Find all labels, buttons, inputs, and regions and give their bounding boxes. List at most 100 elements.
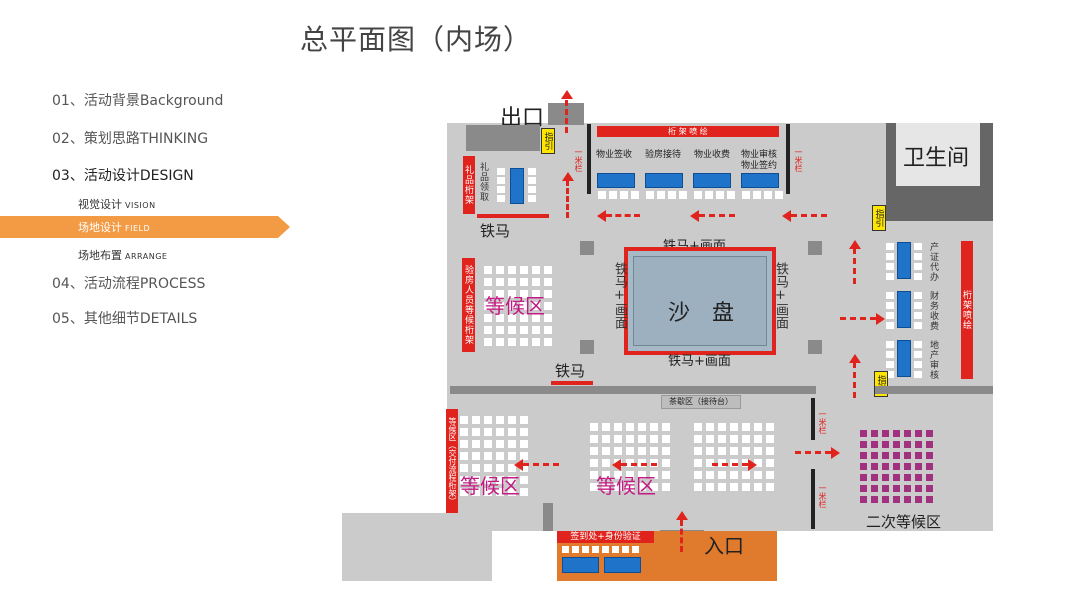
right-chairs-1b xyxy=(914,243,922,280)
right-desk-1 xyxy=(897,242,911,279)
signin-banner: 签到处+身份验证 xyxy=(557,531,654,543)
signin-text: 签到处+身份验证 xyxy=(570,532,641,542)
arrow-up-lower-right-line xyxy=(853,362,856,398)
nav-sub-arrange-cn: 场地布置 xyxy=(78,249,122,262)
arrow-right-mid-head xyxy=(876,313,885,325)
pillar-4 xyxy=(808,340,822,354)
desk-chairs-2 xyxy=(646,191,687,199)
sand-table-model xyxy=(633,256,767,346)
wall-block-top-left xyxy=(466,125,540,151)
arrow-left-2-line xyxy=(699,214,735,217)
tea-break-area: 茶歇区（接待台） xyxy=(661,395,741,409)
top-truss-text: 桁 架 喷 绘 xyxy=(668,127,708,136)
stanchion-label-bottom-1: 一米栏 xyxy=(818,410,827,434)
nav-item-background[interactable]: 01、活动背景Background xyxy=(52,93,224,109)
right-chairs-1 xyxy=(886,243,894,280)
signin-desk-2 xyxy=(604,557,641,573)
waiting-chairs-bottom-3 xyxy=(694,423,774,491)
waiting-area-label-2: 等候区 xyxy=(460,474,520,498)
arrow-left-3-head xyxy=(782,210,791,222)
nav-sub-vision-cn: 视觉设计 xyxy=(78,198,122,211)
exit-arrow-line xyxy=(565,100,568,133)
desk-chairs-4 xyxy=(742,191,783,199)
arrow-up-right-head xyxy=(849,240,861,249)
tea-break-text: 茶歇区（接待台） xyxy=(669,397,733,406)
entrance-arrow-head xyxy=(676,511,688,520)
gift-desk xyxy=(510,168,524,204)
arrow-right-second-line xyxy=(795,451,831,454)
nav-item-design[interactable]: 03、活动设计DESIGN xyxy=(52,168,194,184)
stanchion-label-top-left: 一米栏 xyxy=(574,148,583,172)
right-chairs-2 xyxy=(886,292,894,329)
desk-label-5: 物业签约 xyxy=(741,161,778,171)
arrow-up-left-head xyxy=(562,172,574,181)
second-waiting-label: 二次等候区 xyxy=(866,513,942,531)
guide-sign-toilet-text: 指引 xyxy=(873,209,884,227)
toilet-label: 卫生间 xyxy=(903,146,970,171)
nav-item-details[interactable]: 05、其他细节DETAILS xyxy=(52,311,198,327)
service-desk-4 xyxy=(741,173,779,188)
nav-sub-field-en: FIELD xyxy=(125,224,151,233)
arrow-left-bottom-1-line xyxy=(523,463,559,466)
second-waiting-chairs xyxy=(860,430,933,503)
stanchion-bar-bottom-2 xyxy=(811,469,815,529)
arrow-left-1-head xyxy=(597,210,606,222)
right-desk-label-2: 财务收费 xyxy=(928,291,938,331)
stanchion-bar-top-left xyxy=(587,124,591,194)
arrow-left-bottom-2-line xyxy=(621,463,657,466)
waiting-area-label-3: 等候区 xyxy=(596,474,656,498)
signin-chairs xyxy=(562,546,639,553)
gift-iron-horse-bar xyxy=(477,214,549,218)
desk-chairs-1 xyxy=(598,191,639,199)
pillar-3 xyxy=(580,340,594,354)
gift-truss: 礼品桁架 xyxy=(463,156,475,214)
gift-chairs-right xyxy=(528,168,536,202)
gift-chairs-left xyxy=(497,168,505,202)
stanchion-label-bottom-2: 一米栏 xyxy=(818,484,827,508)
pillar-1 xyxy=(580,241,594,255)
signin-desk-1 xyxy=(562,557,599,573)
nav-item-thinking[interactable]: 02、策划思路THINKING xyxy=(52,131,209,147)
guide-sign-right-text: 指引 xyxy=(875,375,886,393)
right-chairs-3b xyxy=(914,341,922,378)
stanchion-label-top-right: 一米栏 xyxy=(794,148,803,172)
arrow-right-bottom-head xyxy=(748,459,757,471)
flow-truss-text: 等候区（交付流程桁架） xyxy=(448,417,457,505)
desk-label-4: 物业审核 xyxy=(741,150,778,160)
waiting-chairs-left xyxy=(484,266,552,346)
iron-horse-bar-mid xyxy=(551,381,593,385)
pillar-2 xyxy=(808,241,822,255)
iron-horse-label-top: 铁马 xyxy=(480,222,511,240)
stanchion-bar-top-right xyxy=(786,124,790,194)
nav-item-process[interactable]: 04、活动流程PROCESS xyxy=(52,276,206,292)
arrow-left-1-line xyxy=(606,214,640,217)
nav-sub-arrange-en: ARRANGE xyxy=(125,252,168,261)
nav-sub-field-cn: 场地设计 xyxy=(78,221,122,234)
right-desk-2 xyxy=(897,291,911,328)
right-chairs-3 xyxy=(886,341,894,378)
iron-horse-label-mid: 铁马 xyxy=(555,362,586,380)
staff-waiting-truss-text: 验房人员等候桁架 xyxy=(463,265,473,345)
bottom-wall-post xyxy=(543,503,553,531)
guide-sign-toilet: 指引 xyxy=(872,205,886,231)
gift-truss-text: 礼品桁架 xyxy=(463,165,473,205)
iron-display-bottom: 铁马+画面 xyxy=(668,354,731,369)
desk-chairs-3 xyxy=(694,191,735,199)
right-truss-text: 桁架喷绘 xyxy=(961,290,971,330)
waiting-chairs-bottom-1 xyxy=(460,416,528,496)
right-desk-label-1: 产证代办 xyxy=(928,242,938,282)
nav-sub-vision-en: VISION xyxy=(125,201,156,210)
exit-arrow-head xyxy=(561,90,573,99)
arrow-up-lower-right-head xyxy=(849,354,861,363)
sand-table-label: 沙 盘 xyxy=(668,301,735,326)
staff-waiting-truss: 验房人员等候桁架 xyxy=(462,258,475,352)
flow-truss-bottom-left: 等候区（交付流程桁架） xyxy=(446,409,458,513)
top-truss-banner: 桁 架 喷 绘 xyxy=(597,126,779,137)
desk-label-3: 物业收费 xyxy=(694,150,731,160)
arrow-right-mid-line xyxy=(840,317,876,320)
arrow-up-left-line xyxy=(566,180,569,218)
entrance-label: 入口 xyxy=(704,534,744,558)
